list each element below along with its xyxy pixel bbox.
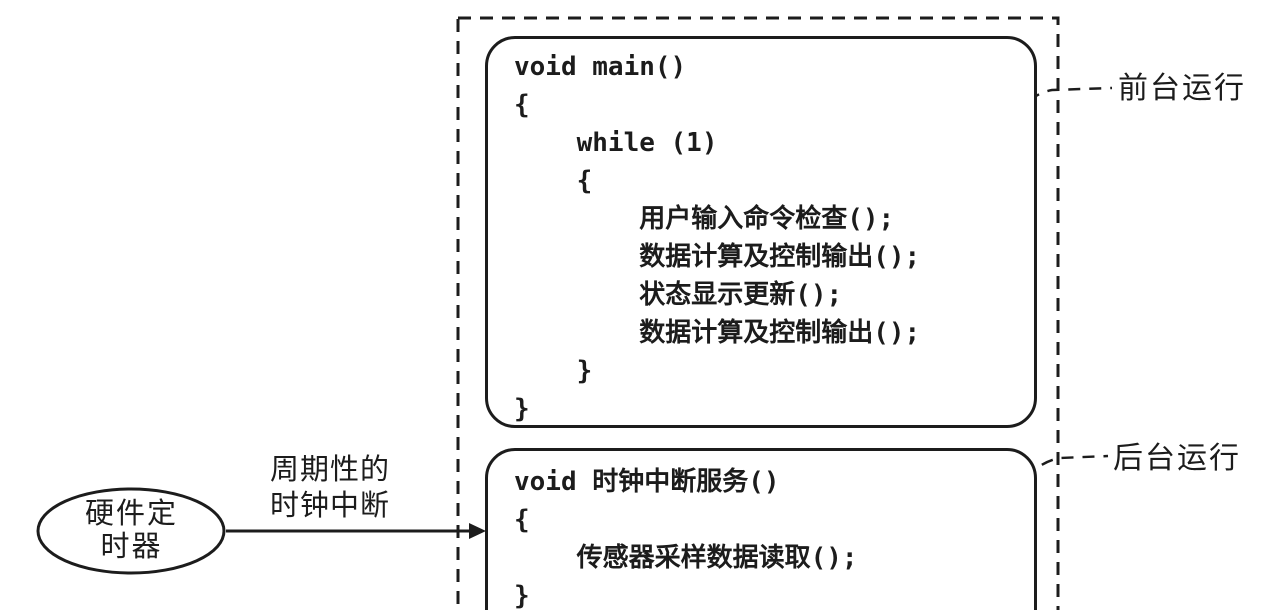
interrupt-arrow-label: 周期性的 时钟中断 bbox=[250, 452, 410, 524]
code-line: 状态显示更新(); bbox=[514, 280, 843, 310]
code-line: { bbox=[514, 505, 530, 535]
system-dashed-boundary bbox=[456, 16, 1060, 610]
hardware-timer-label: 硬件定 时器 bbox=[38, 498, 225, 564]
code-line: { bbox=[514, 90, 530, 120]
hardware-timer-line2: 时器 bbox=[100, 531, 163, 563]
code-line: { bbox=[514, 166, 593, 196]
hardware-timer-line1: 硬件定 bbox=[84, 498, 178, 530]
background-running-label: 后台运行 bbox=[1113, 442, 1241, 475]
interrupt-arrow-label-line2: 时钟中断 bbox=[269, 490, 390, 522]
code-line: while (1) bbox=[514, 128, 718, 158]
code-line: void main() bbox=[514, 52, 687, 82]
code-line: 数据计算及控制输出(); bbox=[514, 318, 921, 348]
interrupt-arrow-label-line1: 周期性的 bbox=[269, 454, 390, 486]
code-line: } bbox=[514, 356, 593, 386]
foreground-running-label: 前台运行 bbox=[1118, 72, 1246, 105]
hardware-timer-ellipse bbox=[36, 487, 226, 575]
background-code-box: void 时钟中断服务() { 传感器采样数据读取();} bbox=[485, 448, 1037, 610]
code-line: } bbox=[514, 581, 530, 610]
background-code: void 时钟中断服务() { 传感器采样数据读取();} bbox=[488, 451, 1034, 610]
foreground-code-box: void main() { while (1) { 用户输入命令检查(); 数据计… bbox=[485, 36, 1037, 428]
foreground-code: void main() { while (1) { 用户输入命令检查(); 数据计… bbox=[488, 39, 1034, 428]
code-line: 数据计算及控制输出(); bbox=[514, 242, 921, 272]
code-line: 传感器采样数据读取(); bbox=[514, 543, 858, 573]
code-line: 用户输入命令检查(); bbox=[514, 204, 895, 234]
interrupt-arrow-head-icon bbox=[469, 523, 486, 539]
code-line: } bbox=[514, 394, 530, 424]
code-line: void 时钟中断服务() bbox=[514, 467, 780, 497]
